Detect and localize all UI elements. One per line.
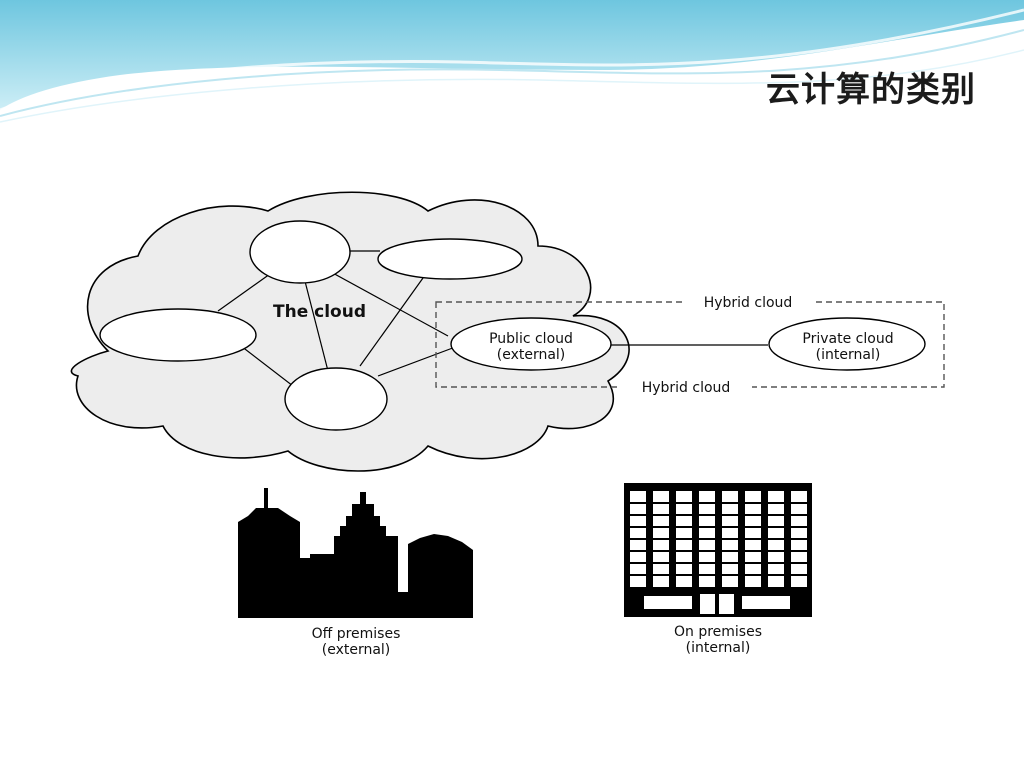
off-premises-label-1: Off premises — [312, 626, 401, 642]
hybrid-cloud-label-bottom: Hybrid cloud — [642, 380, 731, 396]
cloud-types-diagram: The cloud Public cloud (external) Privat… — [70, 191, 945, 658]
public-cloud-node — [450, 317, 612, 371]
off-premises-label-2: (external) — [322, 642, 391, 658]
office-building-icon — [624, 483, 812, 617]
slide-title: 云计算的类别 — [766, 70, 976, 110]
private-cloud-node — [768, 317, 926, 371]
cloud-node-left — [99, 308, 257, 362]
on-premises-label-1: On premises — [674, 624, 762, 640]
header-wave-decoration — [0, 0, 1024, 123]
on-premises-label-2: (internal) — [686, 640, 751, 656]
cloud-node-right — [377, 238, 523, 280]
public-cloud-label-2: (external) — [497, 347, 566, 363]
cloud-node-top — [249, 220, 351, 284]
public-cloud-label-1: Public cloud — [489, 331, 573, 347]
private-cloud-label-2: (internal) — [816, 347, 881, 363]
city-skyline-icon — [238, 488, 473, 618]
private-cloud-label-1: Private cloud — [802, 331, 893, 347]
the-cloud-label: The cloud — [273, 302, 366, 322]
hybrid-cloud-label-top: Hybrid cloud — [704, 295, 793, 311]
cloud-node-bottom — [284, 367, 388, 431]
